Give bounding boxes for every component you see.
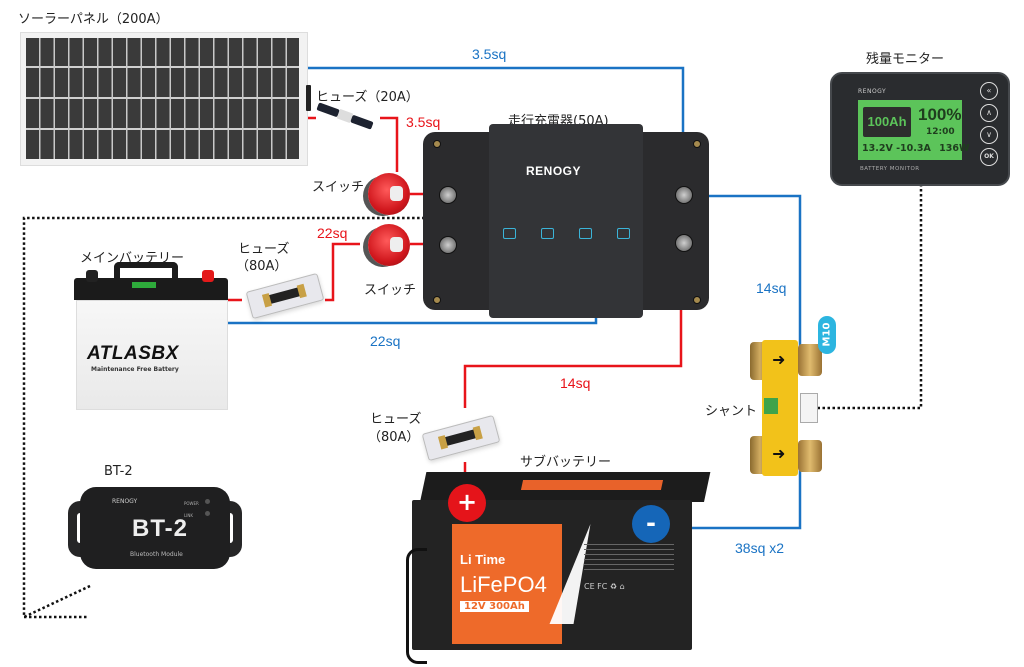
- battery-monitor-label: 残量モニター: [866, 52, 945, 67]
- led-battery-icon: [579, 228, 592, 239]
- comm-line-monitor: [816, 184, 923, 410]
- bt2-power-led-label: POWER: [184, 501, 199, 506]
- terminal-output-positive: [675, 234, 693, 252]
- battery-monitor: RENOGY 100Ah 100% 12:00 13.2V -10.3A 136…: [830, 72, 1010, 186]
- plus-terminal-marker: +: [448, 484, 486, 522]
- wire-main-positive-2: [325, 242, 360, 302]
- mount-hole: [433, 140, 441, 148]
- positive-terminal: [202, 270, 214, 282]
- mount-hole: [433, 296, 441, 304]
- monitor-caption: BATTERY MONITOR: [860, 166, 920, 172]
- led-vehicle-icon: [541, 228, 554, 239]
- terminal-negative: [675, 186, 693, 204]
- bt2-device-text: BT-2: [132, 515, 189, 542]
- sub-fuse-label-2: （80A）: [368, 430, 420, 445]
- monitor-up-button[interactable]: ∧: [980, 104, 998, 122]
- sub-battery-label-panel: Li Time LiFePO4 12V 300Ah: [452, 524, 562, 644]
- bt2-module: RENOGY POWER LINK BT-2 Bluetooth Module: [68, 487, 242, 575]
- monitor-readings: 13.2V -10.3A 136W: [862, 143, 969, 154]
- monitor-brand: RENOGY: [858, 88, 887, 95]
- monitor-time: 12:00: [926, 127, 955, 137]
- shunt-arrow-bottom: ➜: [772, 444, 786, 463]
- monitor-screen: 100Ah 100% 12:00 13.2V -10.3A 136W: [858, 100, 969, 160]
- comm-line-bt2: [22, 216, 470, 619]
- shunt: ➜ ➜: [750, 340, 824, 478]
- bt2-label: BT-2: [104, 464, 133, 479]
- battery-switch-bottom: [368, 224, 410, 266]
- bt2-module-text: Bluetooth Module: [130, 551, 183, 558]
- mount-hole: [693, 296, 701, 304]
- terminal-alt-positive: [439, 236, 457, 254]
- sub-battery-label: サブバッテリー: [520, 455, 612, 470]
- battery-switch-top: [368, 173, 410, 215]
- solar-panel: [20, 32, 311, 166]
- shunt-connector: [764, 398, 778, 414]
- bt2-power-led: [205, 499, 210, 504]
- wire-solar-positive-2: [380, 116, 399, 172]
- wire-label-main-negative: 22sq: [370, 333, 401, 349]
- main-battery: ATLASBX Maintenance Free Battery: [74, 262, 228, 410]
- monitor-capacity: 100Ah: [863, 107, 911, 137]
- mount-hole: [693, 140, 701, 148]
- negative-terminal: [86, 270, 98, 282]
- minus-terminal-marker: -: [632, 505, 670, 543]
- wire-label-output-negative: 14sq: [756, 280, 787, 296]
- monitor-current: -10.3A: [896, 143, 931, 154]
- charger-face: [489, 124, 643, 318]
- shunt-port: [800, 393, 818, 423]
- solar-panel-label: ソーラーパネル（200A）: [18, 12, 169, 27]
- shunt-arrow-top: ➜: [772, 350, 786, 369]
- cert-icons: CE FC ♻ ⌂: [584, 582, 625, 591]
- bt2-link-led-label: LINK: [184, 513, 194, 518]
- wire-label-battery-negative: 38sq x2: [735, 540, 785, 556]
- monitor-ok-button[interactable]: OK: [980, 148, 998, 166]
- switch-top-label: スイッチ: [312, 180, 365, 195]
- sub-battery-chemistry: LiFePO4: [460, 572, 547, 597]
- main-battery-subtitle: Maintenance Free Battery: [91, 366, 179, 373]
- led-solar-icon: [503, 228, 516, 239]
- shunt-label: シャント: [705, 404, 758, 419]
- m10-bolt-tag: M10: [818, 316, 836, 354]
- bt2-link-led: [205, 511, 210, 516]
- monitor-voltage: 13.2V: [862, 143, 893, 154]
- sub-battery-spec: 12V 300Ah: [460, 601, 529, 612]
- wire-label-main-positive: 22sq: [317, 225, 348, 241]
- terminal-pv-positive: [439, 186, 457, 204]
- monitor-down-button[interactable]: ∨: [980, 126, 998, 144]
- dc-dc-charger: RENOGY: [423, 124, 709, 318]
- main-fuse-label-2: （80A）: [236, 259, 288, 274]
- led-check-icon: [617, 228, 630, 239]
- charger-brand: RENOGY: [526, 164, 582, 178]
- main-battery-brand: ATLASBX: [87, 343, 179, 364]
- sub-battery-brand: Li Time: [460, 552, 506, 567]
- monitor-percent: 100%: [918, 105, 962, 124]
- monitor-back-button[interactable]: «: [980, 82, 998, 100]
- caution-text: [584, 540, 674, 570]
- switch-bottom-label: スイッチ: [364, 283, 417, 298]
- monitor-power: 136W: [939, 143, 970, 154]
- bt2-brand: RENOGY: [112, 498, 138, 505]
- wire-label-solar-negative: 3.5sq: [472, 46, 507, 62]
- wire-label-output-positive: 14sq: [560, 375, 591, 391]
- wire-label-solar-positive: 3.5sq: [406, 114, 441, 130]
- solar-cells: [26, 38, 299, 159]
- wire-battery-negative: [668, 470, 802, 530]
- main-fuse-label-1: ヒューズ: [238, 242, 290, 257]
- inline-fuse-label: ヒューズ（20A）: [316, 90, 419, 105]
- sub-fuse-label-1: ヒューズ: [370, 412, 422, 427]
- junction-box: [306, 85, 311, 111]
